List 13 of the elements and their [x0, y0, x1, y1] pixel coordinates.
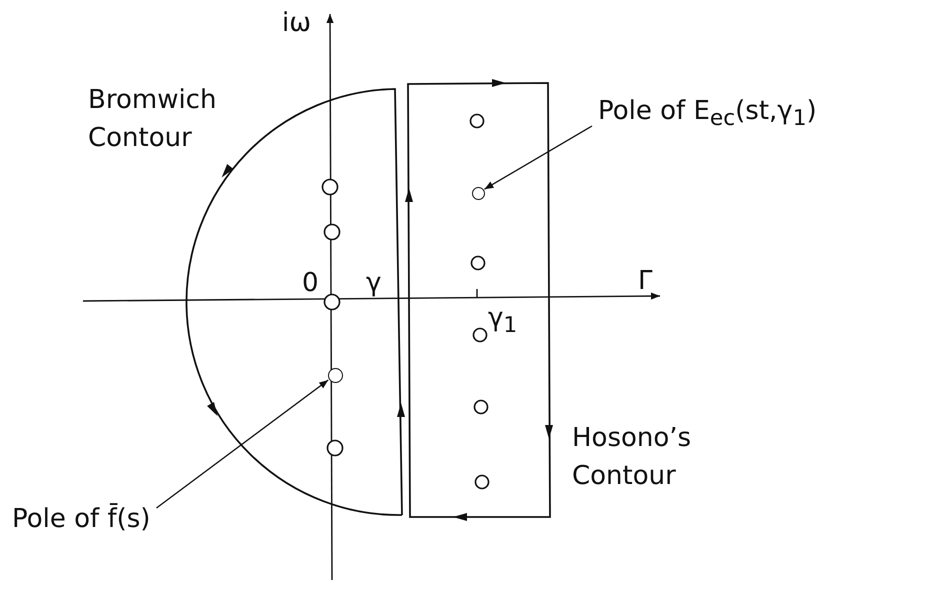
- axis-label: iω: [282, 8, 311, 40]
- pole-label: Pole of E$_{ec}$(st,γ$_{1}$): [598, 96, 817, 132]
- axis-label: Γ: [638, 266, 652, 298]
- origin-label: 0: [302, 268, 319, 300]
- contour-label: Hosono’s Contour: [572, 422, 692, 493]
- axis-label: γ: [366, 268, 382, 300]
- tick-label: γ$_{1}$: [488, 303, 518, 340]
- pole-circle: [328, 368, 342, 382]
- contour-label: Bromwich Contour: [88, 84, 218, 155]
- leader-line: [156, 380, 329, 509]
- pole-label: Pole of f̄(s): [12, 504, 150, 536]
- leader-line: [484, 125, 592, 190]
- pole-circle: [472, 186, 484, 200]
